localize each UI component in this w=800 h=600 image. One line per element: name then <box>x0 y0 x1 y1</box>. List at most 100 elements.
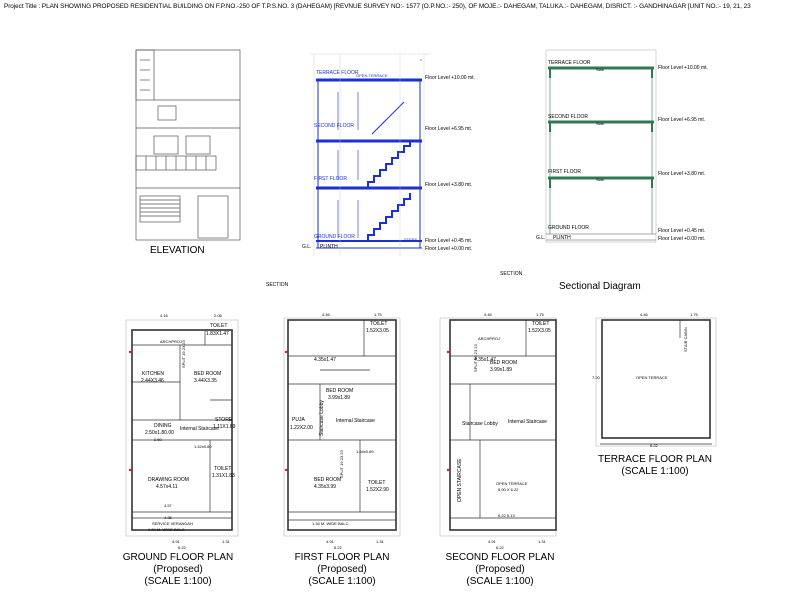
sf-bedroom: BED ROOM <box>490 360 518 366</box>
sd-floor-ground: GROUND FLOOR <box>548 225 589 231</box>
gf-dim-bottom-1: 4.91 <box>172 539 180 544</box>
gf-title-line1: GROUND FLOOR PLAN <box>122 552 234 563</box>
ff-title-line1: FIRST FLOOR PLAN <box>294 552 390 563</box>
gf-split: SPLIT 19.23.23 <box>181 340 186 368</box>
ff-toilet-top: TOILET <box>370 321 388 327</box>
gf-bedroom: BED ROOM <box>194 371 222 377</box>
gf-balc: 1.34 M. WIDE BALC. <box>148 527 186 532</box>
sf-dim-bottom-2: 1.31 <box>538 539 546 544</box>
sf-dim-bottom-inner: 6.22 5.13 <box>498 513 515 518</box>
sf-title-line2: (Proposed) <box>475 564 525 575</box>
project-title: Project Title : PLAN SHOWING PROPOSED RE… <box>4 3 751 10</box>
ff-puja: PUJA <box>292 417 305 423</box>
gf-archpro: ARCHPROJ <box>160 339 183 344</box>
terrace-floor-plan <box>595 317 717 447</box>
gf-toilet-bottom-size: 1.31X1.83 <box>212 473 235 479</box>
gf-toilet-bottom: TOILET <box>214 466 232 472</box>
first-floor-plan <box>283 317 401 537</box>
section-floor-second: SECOND FLOOR <box>314 123 355 129</box>
section-floor-first: FIRST FLOOR <box>314 176 347 182</box>
sf-dim-top-right: 1.75 <box>536 312 544 317</box>
second-floor-plan <box>439 317 557 537</box>
sd-level-1: Floor Level +6.95 mt. <box>658 117 706 123</box>
sectional-diagram-base <box>545 49 657 243</box>
gf-store-size: 1.11X1.89 <box>213 424 236 430</box>
sd-level-0: Floor Level +10.00 mt. <box>658 65 708 71</box>
gf-kitchen-size: 2.44X3.46 <box>141 378 164 384</box>
gf-dim-250: 2.50 <box>154 437 162 442</box>
gf-dim-bottom-total: 6.22 <box>178 545 186 550</box>
ff-bedroom-low-size: 4.35x3.99 <box>314 484 336 490</box>
ground-floor-plan <box>125 319 239 537</box>
tf-title-line2: (SCALE 1:100) <box>621 466 689 477</box>
sf-open-terrace: OPEN TERRACE <box>496 481 528 486</box>
sd-gl: G.L. <box>536 235 546 241</box>
gf-title-line2: (Proposed) <box>153 564 203 575</box>
sd-floor-first: FIRST FLOOR <box>548 169 581 175</box>
gf-title-line3: (SCALE 1:100) <box>144 576 212 587</box>
sd-floor-second: SECOND FLOOR <box>548 114 589 120</box>
sd-plinth: PLINTH <box>553 235 571 241</box>
sd-slab-1: Slab <box>596 67 605 72</box>
tf-dim-top-right: 1.75 <box>690 312 698 317</box>
tf-stair-cabin: STAIR CABIN <box>683 327 688 352</box>
ff-bedroom-low: BED ROOM <box>314 477 342 483</box>
section-gl: G.L. <box>302 244 312 250</box>
ff-dim-bottom-1: 4.91 <box>326 539 334 544</box>
section-level-0: Floor Level +10.00 mt. <box>425 75 475 81</box>
sf-toilet-top-size: 1.52X3.05 <box>528 328 551 334</box>
section-drawing <box>316 59 422 249</box>
ff-dim-mid: 1.64x0.89 <box>356 449 374 454</box>
sd-floor-terrace: TERRACE FLOOR <box>548 60 591 66</box>
tf-dim-bottom-total: 6.22 <box>650 443 658 448</box>
ff-toilet-low: TOILET <box>368 480 386 486</box>
sf-dim-bottom-1: 4.91 <box>488 539 496 544</box>
ff-title: FIRST FLOOR PLAN (Proposed) (SCALE 1:100… <box>282 552 402 588</box>
sf-staircase-lobby: Staircase Lobby <box>462 421 498 427</box>
tf-dim-left: 7.20 <box>592 375 600 380</box>
ff-split: SPLIT 19.23.23 <box>339 450 344 478</box>
tf-dim-top-left: 4.46 <box>640 312 648 317</box>
ff-title-line3: (SCALE 1:100) <box>308 576 376 587</box>
sf-dim-top-left: 4.46 <box>484 312 492 317</box>
sf-archpro: ARCHPROJ <box>478 336 501 341</box>
ff-dim-bottom-total: 6.22 <box>334 545 342 550</box>
gf-drawing-room-size: 4.57x4.11 <box>156 484 178 490</box>
sf-open-staircase: OPEN STAIRCASE <box>457 458 463 502</box>
gf-toilet-top-size: 1.83X1.47 <box>206 331 229 337</box>
ff-room-top-size: 4.35x1.47 <box>314 357 336 363</box>
gf-drawing-room: DRAWING ROOM <box>148 477 189 483</box>
sf-dim-bottom-total: 6.22 <box>496 545 504 550</box>
gf-title: GROUND FLOOR PLAN (Proposed) (SCALE 1:10… <box>118 552 238 588</box>
gf-internal-staircase: Internal Staircase <box>180 426 219 432</box>
sf-open-terrace-size: 5.90 X 6.22 <box>498 487 519 492</box>
sf-title: SECOND FLOOR PLAN (Proposed) (SCALE 1:10… <box>436 552 564 588</box>
section-floor-terrace: TERRACE FLOOR <box>316 70 359 76</box>
sd-title: Sectional Diagram <box>559 281 641 292</box>
sf-title-line3: (SCALE 1:100) <box>466 576 534 587</box>
sectional-diagram-drawing <box>548 66 654 234</box>
sd-level-4: Floor Level +0.00 mt. <box>658 236 706 242</box>
gf-dining-size: 2.50x1.80.00 <box>145 430 174 436</box>
ff-bedroom-mid: BED ROOM <box>326 388 354 394</box>
ff-balcony: 1.34 M. WIDE BALC. <box>312 521 350 526</box>
sf-room-top-size: 4.35x1.47 <box>474 357 496 363</box>
tf-open-terrace: OPEN TERRACE <box>636 375 668 380</box>
gf-dining: DINING <box>154 423 172 429</box>
elevation-title: ELEVATION <box>150 245 205 256</box>
gf-dim-top-right: 2.06 <box>214 313 222 318</box>
gf-dim-top-left: 4.16 <box>160 313 168 318</box>
ff-bedroom-mid-size: 3.99x1.89 <box>328 395 350 401</box>
section-level-3: Floor Level +0.45 mt. <box>425 238 473 244</box>
gf-dim-mid: 1.42x0.80 <box>194 444 212 449</box>
sd-section-label: SECTION <box>500 271 523 277</box>
sf-title-line1: SECOND FLOOR PLAN <box>445 552 555 563</box>
tf-title: TERRACE FLOOR PLAN (SCALE 1:100) <box>590 454 720 478</box>
sf-split: SPLIT 19.23.23 <box>473 344 478 372</box>
ff-dim-bottom-2: 1.31 <box>376 539 384 544</box>
sd-level-2: Floor Level +3.80 mt. <box>658 171 706 177</box>
gf-kitchen: KITCHEN <box>142 371 164 377</box>
sd-slab-3: Slab <box>596 177 605 182</box>
tf-title-line1: TERRACE FLOOR PLAN <box>598 454 712 465</box>
